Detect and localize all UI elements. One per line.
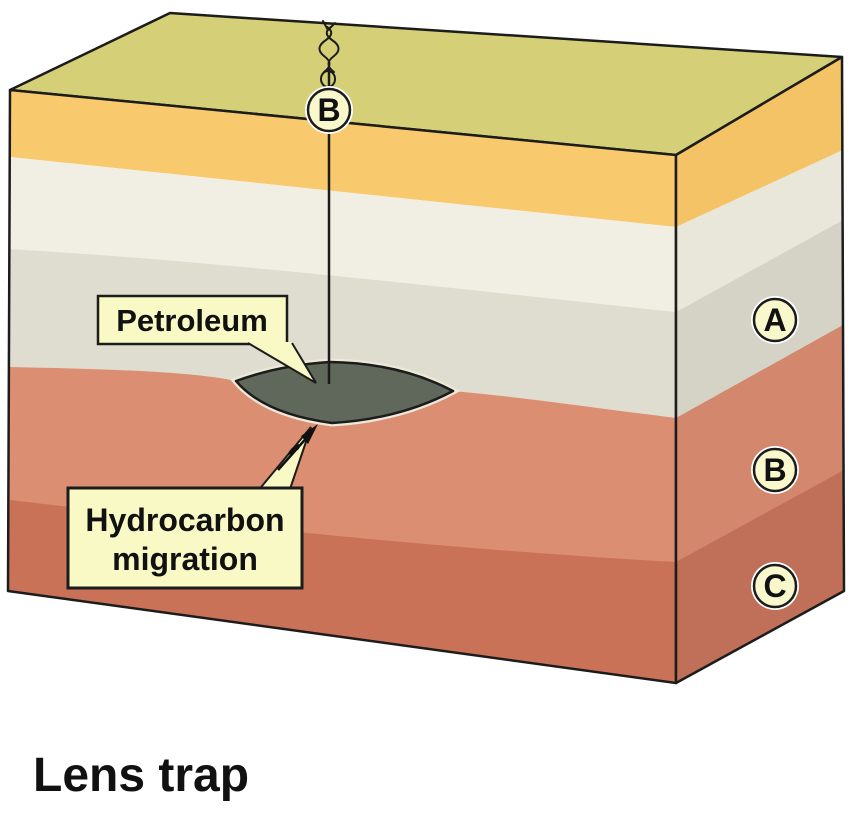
migration-label-box xyxy=(66,486,304,590)
migration-label-line1: Hydrocarbon xyxy=(85,502,284,538)
migration-arrow xyxy=(277,424,318,471)
front-layer-cream xyxy=(10,157,676,312)
petroleum-lens xyxy=(230,358,461,427)
migration-arrow-barb xyxy=(287,444,299,456)
well: B xyxy=(305,20,353,384)
layer-b-letter: B xyxy=(763,452,786,488)
petroleum-callout: Petroleum xyxy=(96,294,317,384)
lens-shape xyxy=(234,360,455,425)
petroleum-label-box xyxy=(96,294,289,346)
layer-c-letter: C xyxy=(763,568,786,604)
side-face-outline xyxy=(674,55,846,685)
side-layer-orange xyxy=(676,57,843,227)
petroleum-label: Petroleum xyxy=(116,303,268,338)
layer-a-circle xyxy=(752,297,798,343)
layer-b-circle xyxy=(752,447,798,493)
migration-label-line2: migration xyxy=(112,541,258,577)
well-marker-letter: B xyxy=(317,92,340,128)
petroleum-pointer-outline xyxy=(247,342,317,384)
layer-marker-a: A xyxy=(751,296,799,344)
layer-a-letter: A xyxy=(763,302,786,338)
diagram-title: Lens trap xyxy=(33,749,249,802)
migration-arrow-head xyxy=(301,424,318,444)
layer-marker-b: B xyxy=(751,446,799,494)
side-layer-cream xyxy=(676,150,843,312)
well-marker-circle-inner xyxy=(306,87,352,133)
migration-pointer-outline xyxy=(256,426,312,493)
layer-marker-c: C xyxy=(751,562,799,610)
front-layer-orange xyxy=(10,90,676,227)
layer-c-circle xyxy=(752,563,798,609)
migration-callout: Hydrocarbon migration xyxy=(66,424,318,590)
